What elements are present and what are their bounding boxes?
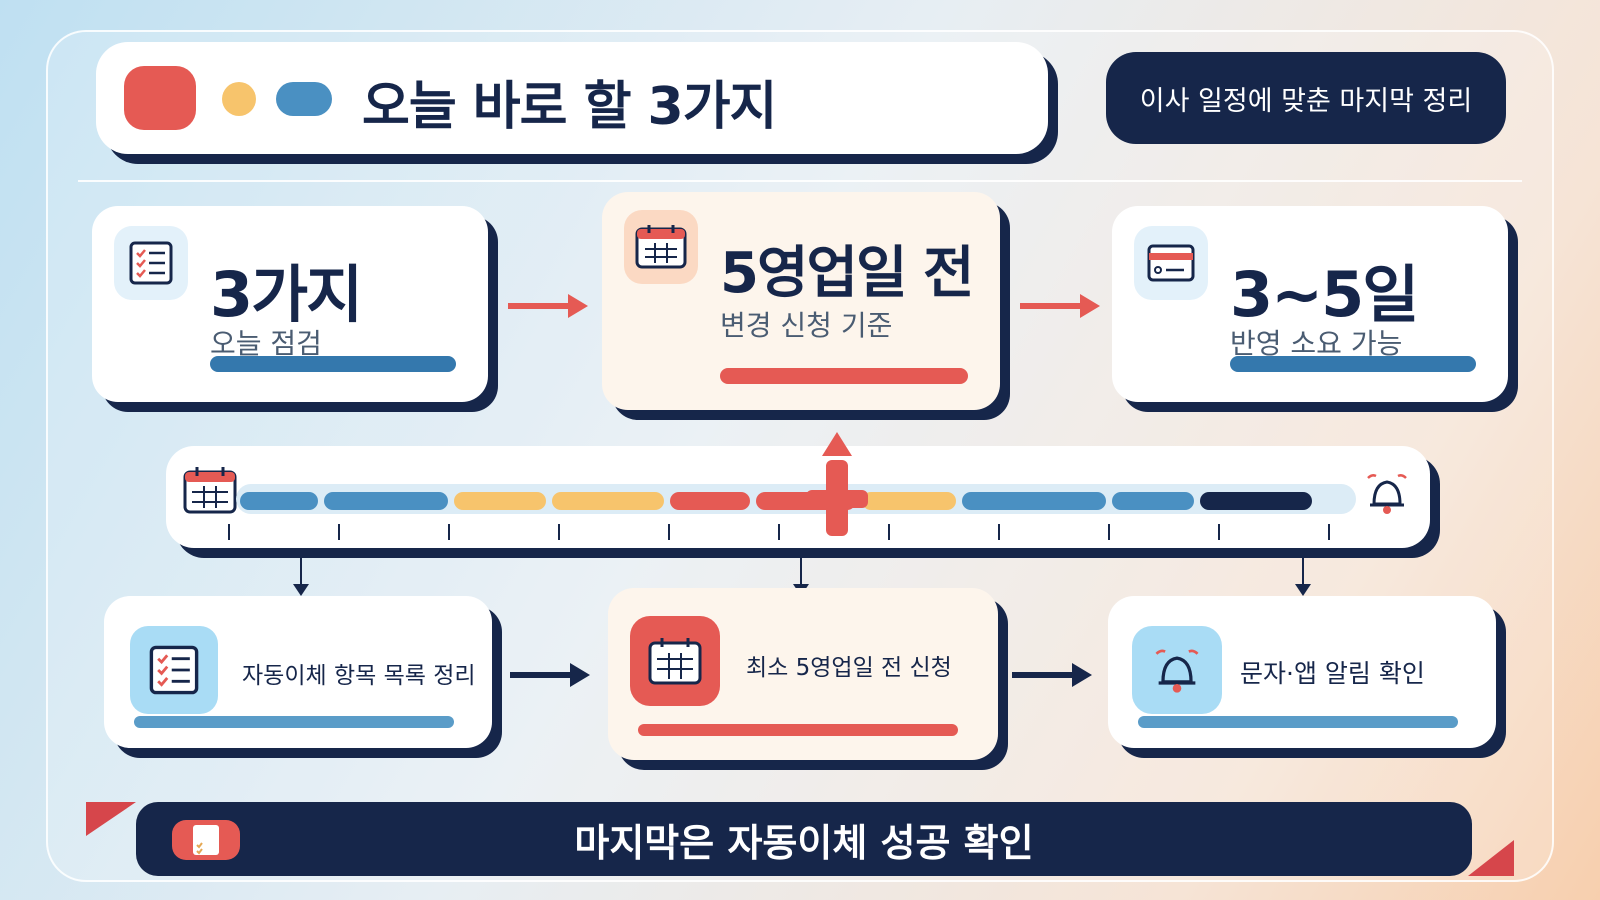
arrow-right-icon <box>1020 294 1100 318</box>
arrow-right-icon <box>508 294 588 318</box>
red-dot-icon <box>124 66 196 130</box>
step-card-apply: 최소 5영업일 전 신청 <box>608 588 998 760</box>
arrow-down-icon <box>293 556 309 596</box>
timeline-marker-crossbar <box>806 490 868 508</box>
stat-card-processing: 3~5일 반영 소요 가능 <box>1112 206 1508 402</box>
header-card: 오늘 바로 할 3가지 <box>96 42 1048 154</box>
timeline-marker-arrow-icon <box>822 432 852 456</box>
timeline-tick <box>668 524 670 540</box>
calendar-icon <box>630 616 720 706</box>
progress-bar <box>1138 716 1458 728</box>
timeline-tick <box>228 524 230 540</box>
checklist-icon <box>114 226 188 300</box>
timeline-segment <box>862 492 956 510</box>
card-icon <box>1134 226 1208 300</box>
step-label: 문자·앱 알림 확인 <box>1240 659 1425 688</box>
arrow-right-icon <box>510 663 590 687</box>
step-label: 자동이체 항목 목록 정리 <box>242 663 476 689</box>
timeline-tick <box>1108 524 1110 540</box>
step-card-confirm: 문자·앱 알림 확인 <box>1108 596 1496 748</box>
footer-text: 마지막은 자동이체 성공 확인 <box>574 820 1034 865</box>
stat-card-deadline: 5영업일 전 변경 신청 기준 <box>602 192 1000 410</box>
stat-value: 5영업일 전 <box>720 241 975 306</box>
stat-label: 변경 신청 기준 <box>720 309 893 342</box>
timeline-tick <box>998 524 1000 540</box>
arrow-down-icon <box>1295 556 1311 596</box>
step-label: 최소 5영업일 전 신청 <box>746 655 952 681</box>
timeline-tick <box>558 524 560 540</box>
timeline-segment <box>240 492 318 510</box>
timeline-tick <box>448 524 450 540</box>
blue-dot-icon <box>276 82 332 116</box>
timeline-card <box>166 446 1430 548</box>
timeline-segment <box>454 492 546 510</box>
header-divider <box>78 180 1522 182</box>
footer-banner: 마지막은 자동이체 성공 확인 <box>136 802 1472 876</box>
calendar-icon <box>182 464 238 520</box>
timeline-segment <box>1112 492 1194 510</box>
stat-card-checks: 3가지 오늘 점검 <box>92 206 488 402</box>
stat-value: 3가지 <box>210 258 363 331</box>
subtitle-pill-label: 이사 일정에 맞춘 마지막 정리 <box>1139 85 1473 117</box>
timeline-tick <box>888 524 890 540</box>
timeline-tick <box>338 524 340 540</box>
checklist-icon <box>130 626 218 714</box>
arrow-down-icon <box>793 556 809 596</box>
bell-icon <box>1132 626 1222 714</box>
timeline-segment <box>1200 492 1312 510</box>
timeline-segment <box>324 492 448 510</box>
page-title: 오늘 바로 할 3가지 <box>362 77 777 137</box>
progress-bar <box>638 724 958 736</box>
bell-icon <box>1362 468 1412 522</box>
step-card-list: 자동이체 항목 목록 정리 <box>104 596 492 748</box>
progress-bar <box>134 716 454 728</box>
calendar-icon <box>624 210 698 284</box>
timeline-tick <box>778 524 780 540</box>
timeline-segment <box>552 492 664 510</box>
stat-value: 3~5일 <box>1230 258 1419 331</box>
yellow-dot-icon <box>222 82 256 116</box>
progress-bar <box>210 356 456 372</box>
stat-label: 오늘 점검 <box>210 327 322 360</box>
timeline-tick <box>1328 524 1330 540</box>
banner-ribbon-left <box>86 802 136 836</box>
timeline-tick <box>1218 524 1220 540</box>
timeline-segment <box>670 492 750 510</box>
subtitle-pill: 이사 일정에 맞춘 마지막 정리 <box>1106 52 1506 144</box>
progress-bar <box>1230 356 1476 372</box>
progress-bar <box>720 368 968 384</box>
timeline-segment <box>962 492 1106 510</box>
banner-ribbon-right <box>1468 840 1514 876</box>
checklist-icon <box>172 820 240 860</box>
stat-label: 반영 소요 가능 <box>1230 327 1403 360</box>
arrow-right-icon <box>1012 663 1092 687</box>
